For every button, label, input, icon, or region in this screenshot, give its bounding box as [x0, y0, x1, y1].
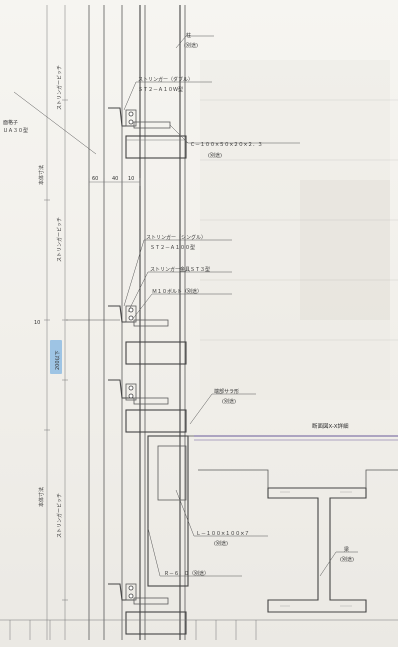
label-channel: Ｃ－１００×５０×２０×２．３ [190, 142, 263, 148]
dim-10: 10 [128, 176, 134, 182]
angle-bracket [147, 435, 398, 587]
stringer-clip-lower [108, 379, 187, 433]
label-flashing-sep: (別途) [222, 398, 236, 405]
label-bolt: Ｍ１０ボルト（別途） [152, 288, 202, 295]
pitch-lower: ストリンガーピッチ [56, 493, 63, 538]
dim-40: 40 [112, 176, 118, 182]
label-column-sep: (別途) [184, 42, 198, 49]
stringer-clip-top [108, 107, 189, 144]
label-stringer-double-model: ＳＴ２－Ａ１０Ｗ型 [138, 86, 183, 93]
badge-text: 200以下 [55, 350, 61, 370]
pitch-middle: ストリンガーピッチ [56, 217, 63, 262]
label-angle-sep: (別途) [214, 540, 228, 547]
section-title: 断面図X-X詳細 [312, 422, 349, 430]
label-handrail-model: ＵＡ３０型 [3, 127, 28, 134]
label-handrail: 面格子 [3, 119, 18, 126]
label-stringer-single-model: ＳＴ２－Ａ１００型 [150, 244, 195, 251]
leader-lines [13, 35, 358, 577]
bottom-outline [0, 619, 398, 640]
label-plate: Ｒ－６．０（別途） [164, 570, 209, 577]
label-flashing: 端部サラ形 [214, 388, 239, 395]
label-channel-sep: (別途) [208, 152, 222, 159]
label-beam-sep: (別途) [340, 556, 354, 563]
label-stringer-fitting: ストリンガー金具ＳＴ３型 [150, 266, 210, 273]
label-stringer-double: ストリンガー（ダブル） [138, 76, 193, 83]
pitch-upper: ストリンガーピッチ [56, 65, 63, 110]
label-beam: 梁 [344, 546, 349, 553]
channel-upper [125, 135, 187, 159]
highlight-badge [50, 340, 62, 374]
background-marks [200, 60, 398, 400]
label-angle: Ｌ－１００×１００×７ [196, 531, 249, 537]
label-stringer-single: ストリンガー（シングル） [146, 234, 206, 241]
stringer-clip-middle [108, 305, 187, 365]
stringer-clip-bottom [108, 583, 187, 635]
dim-row [88, 178, 141, 186]
spacing-lower: 本体寸法 [38, 487, 45, 507]
h-beam [198, 469, 398, 613]
vertical-members [88, 5, 186, 640]
dimension-lines [44, 5, 68, 640]
label-column: 柱 [186, 32, 191, 39]
dim-10b: 10 [34, 320, 40, 326]
spacing-upper: 本体寸法 [38, 165, 45, 185]
annotation-texts: 柱 (別途) ストリンガー（ダブル） ＳＴ２－Ａ１０Ｗ型 面格子 ＵＡ３０型 Ｃ… [3, 32, 354, 577]
dim-60: 60 [92, 176, 98, 182]
vertical-texts: ストリンガーピッチ 本体寸法 ストリンガーピッチ 本体寸法 ストリンガーピッチ … [38, 65, 63, 538]
